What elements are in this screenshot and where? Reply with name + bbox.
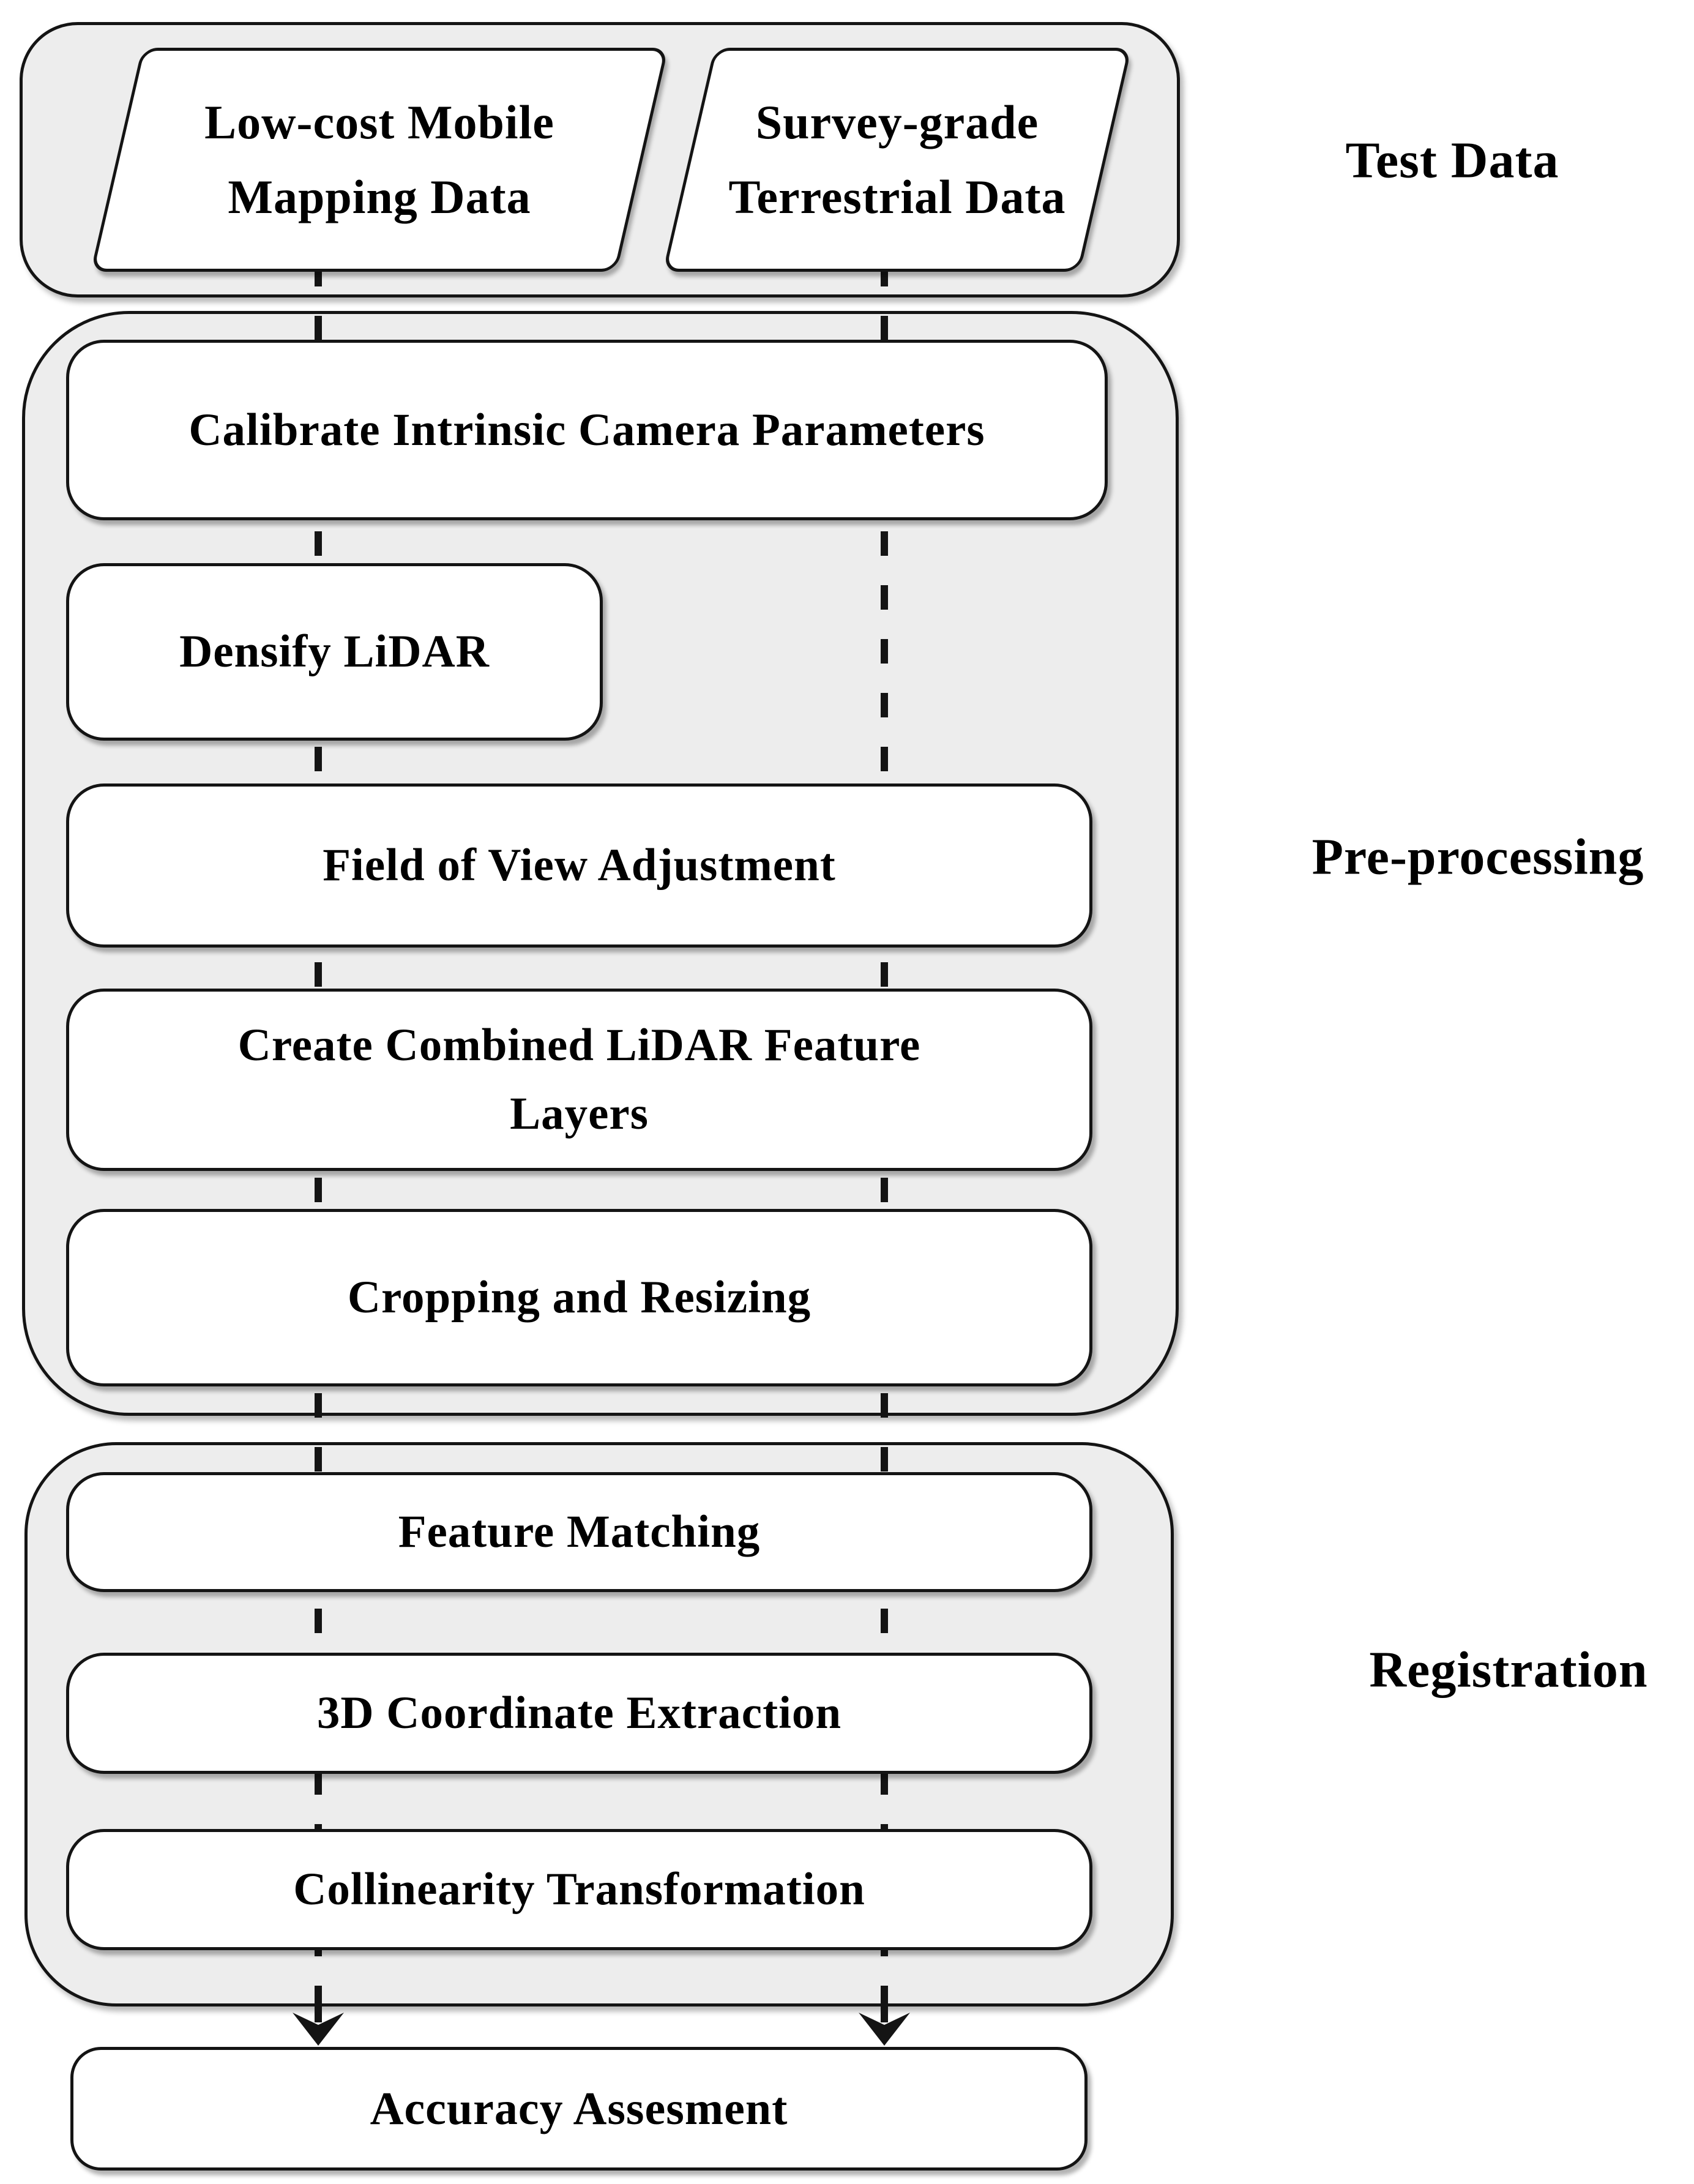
- node-label: Cropping and Resizing: [347, 1272, 812, 1323]
- node-label: Survey-grade Terrestrial Data: [692, 51, 1103, 269]
- node-label-line: Survey-grade: [755, 95, 1039, 149]
- stage-label-pre-processing: Pre-processing: [1312, 828, 1644, 886]
- node-densify-lidar: Densify LiDAR: [66, 563, 603, 741]
- node-label-line: Low-cost Mobile: [204, 95, 554, 149]
- arrowhead-down-right-icon: [859, 1988, 910, 2046]
- node-cropping-and-resizing: Cropping and Resizing: [66, 1209, 1092, 1386]
- node-survey-grade-terrestrial-data: Survey-grade Terrestrial Data: [662, 48, 1132, 272]
- node-label: Collinearity Transformation: [293, 1864, 865, 1915]
- node-accuracy-assesment: Accuracy Assesment: [70, 2047, 1088, 2171]
- node-create-combined-lidar-feature-layers: Create Combined LiDAR Feature Layers: [66, 989, 1092, 1171]
- stage-label-registration: Registration: [1369, 1641, 1648, 1699]
- node-label: Low-cost Mobile Mapping Data: [119, 51, 640, 269]
- node-label-line: Terrestrial Data: [728, 170, 1066, 223]
- node-label-line: Layers: [510, 1088, 649, 1139]
- node-calibrate-intrinsic-camera-parameters: Calibrate Intrinsic Camera Parameters: [66, 340, 1108, 520]
- node-low-cost-mobile-mapping-data: Low-cost Mobile Mapping Data: [90, 48, 669, 272]
- node-label: Accuracy Assesment: [370, 2083, 788, 2134]
- node-label: Densify LiDAR: [179, 626, 490, 677]
- node-3d-coordinate-extraction: 3D Coordinate Extraction: [66, 1653, 1092, 1774]
- arrowhead-down-left-icon: [293, 1988, 344, 2046]
- node-feature-matching: Feature Matching: [66, 1472, 1092, 1592]
- node-label: Calibrate Intrinsic Camera Parameters: [188, 404, 985, 455]
- node-label: Feature Matching: [398, 1506, 761, 1557]
- node-collinearity-transformation: Collinearity Transformation: [66, 1829, 1092, 1950]
- node-label-line: Create Combined LiDAR Feature: [237, 1020, 921, 1071]
- node-label: Field of View Adjustment: [323, 840, 836, 891]
- stage-label-test-data: Test Data: [1345, 132, 1559, 189]
- node-label: 3D Coordinate Extraction: [316, 1688, 842, 1738]
- node-label-line: Mapping Data: [228, 170, 531, 223]
- node-field-of-view-adjustment: Field of View Adjustment: [66, 783, 1092, 948]
